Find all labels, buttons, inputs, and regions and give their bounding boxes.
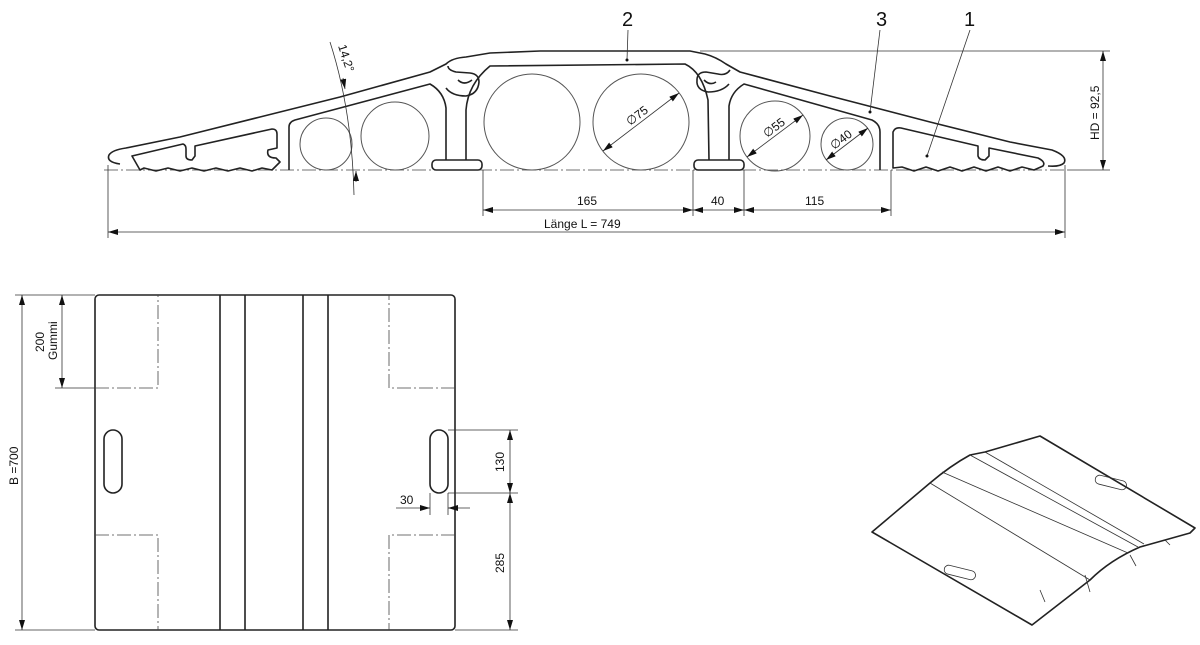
handle-slot-left xyxy=(103,429,123,494)
leader-dot-1 xyxy=(925,154,929,158)
left-beam-foot xyxy=(431,159,483,171)
dim-165: 165 xyxy=(577,194,597,208)
dim-slot-length: 130 xyxy=(493,452,507,472)
cable-circle-55-left xyxy=(360,101,430,171)
leader-dot-3 xyxy=(868,110,872,114)
iso-outline xyxy=(871,435,1196,626)
cable-circle-55-right xyxy=(739,100,811,172)
part-label-2: 2 xyxy=(622,9,633,31)
diameter-line-75 xyxy=(602,92,680,152)
rubber-area-top-right xyxy=(388,295,455,389)
leader-2 xyxy=(626,29,629,61)
right-beam-foot xyxy=(693,159,745,171)
iso-slot-back xyxy=(1094,474,1127,491)
dim-rubber-value: 200 xyxy=(33,332,47,352)
cross-section-view: ∅75 ∅55 ∅40 14,2° 2 3 1 165 xyxy=(104,9,1110,238)
part-label-1: 1 xyxy=(964,9,975,31)
cable-circle-40-right xyxy=(820,117,874,171)
dim-width: B =700 xyxy=(7,446,21,485)
plan-view: B =700 200 Gummi 130 285 30 xyxy=(7,294,518,631)
cable-circle-75-left xyxy=(483,73,581,171)
diameter-line-55 xyxy=(746,114,804,158)
iso-profile-ribs xyxy=(1039,539,1171,603)
dim-slot-width: 30 xyxy=(400,493,414,507)
left-end-piece xyxy=(131,128,281,172)
plan-outline xyxy=(94,294,456,631)
dim-rubber-label: Gummi xyxy=(46,321,60,360)
leader-3 xyxy=(869,29,881,113)
diameter-line-40 xyxy=(825,127,869,161)
angle-arrow-top xyxy=(340,77,347,90)
leader-dot-2 xyxy=(625,58,629,62)
dim-115: 115 xyxy=(805,194,824,208)
part-label-3: 3 xyxy=(876,9,887,31)
cable-circle-75-right xyxy=(592,73,690,171)
dim-slot-offset: 285 xyxy=(493,553,507,573)
center-chamber xyxy=(465,63,710,161)
dim-40: 40 xyxy=(711,194,725,208)
left-chamber xyxy=(288,83,447,170)
profile-outer-outline xyxy=(107,50,1066,167)
horizontal-dimensions xyxy=(107,165,1066,238)
rubber-area-bottom-left xyxy=(95,534,159,630)
isometric-view xyxy=(871,435,1196,626)
right-end-piece xyxy=(892,127,1045,172)
dim-height: HD = 92,5 xyxy=(1088,85,1102,140)
rubber-area-top-left xyxy=(95,295,159,389)
right-hook xyxy=(696,69,731,93)
rubber-area-bottom-right xyxy=(388,534,455,630)
leader-1 xyxy=(926,29,971,157)
right-chamber xyxy=(728,83,881,170)
handle-slot-right xyxy=(429,429,449,494)
cable-circle-40-left xyxy=(299,117,353,171)
dim-length: Länge L = 749 xyxy=(544,217,621,231)
iso-slot-front xyxy=(943,564,976,581)
left-hook xyxy=(445,65,480,97)
angle-label: 14,2° xyxy=(335,43,357,74)
